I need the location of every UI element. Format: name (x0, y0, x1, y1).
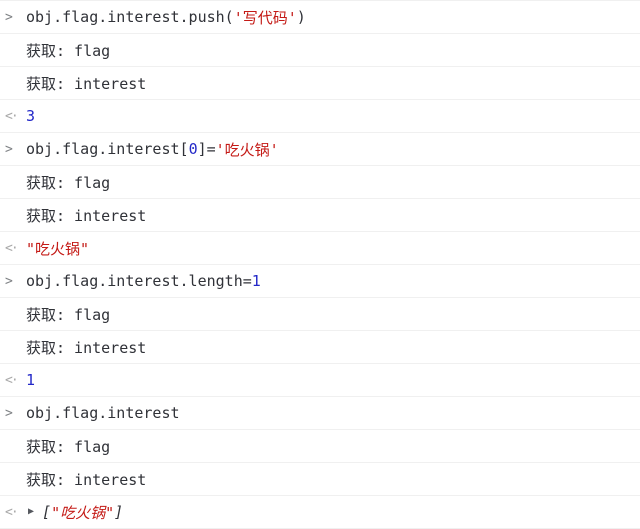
console-log-row: 获取: interest (0, 463, 640, 496)
console-command-row: > obj.flag.interest (0, 397, 640, 430)
token-plain: 获取: flag (26, 41, 111, 60)
console-log-text: 获取: interest (26, 469, 146, 490)
console-log-text: 获取: interest (26, 73, 146, 94)
console-command-text: obj.flag.interest[0]='吃火锅' (26, 139, 279, 160)
console-command-text: obj.flag.interest.length=1 (26, 272, 261, 290)
token-plain: 获取: interest (26, 206, 147, 225)
console-log-row: 获取: flag (0, 298, 640, 331)
console-log-text: 获取: interest (26, 337, 146, 358)
console-log-text: 获取: interest (26, 205, 146, 226)
console-result-text: 3 (26, 107, 35, 125)
console-command-text: obj.flag.interest (26, 404, 180, 422)
console-command-row: > obj.flag.interest.length=1 (0, 265, 640, 298)
token-plain: obj.flag.interest.length= (26, 272, 252, 290)
token-string: '吃火锅' (215, 140, 279, 159)
prompt-chevron-icon: > (5, 273, 13, 289)
token-plain: [ (42, 503, 52, 521)
console-log-text: 获取: flag (26, 40, 110, 61)
token-plain: ) (296, 8, 306, 26)
expand-triangle-icon[interactable]: ▶ (28, 506, 35, 517)
token-plain: 获取: interest (26, 338, 147, 357)
prompt-chevron-icon: > (5, 141, 13, 157)
console-log-text: 获取: flag (26, 172, 110, 193)
result-arrow-icon: <· (5, 372, 19, 388)
result-arrow-icon: <· (5, 108, 19, 124)
token-plain: ]= (197, 140, 216, 158)
token-string: "吃火锅" (26, 239, 90, 258)
console-result-row: <· 3 (0, 100, 640, 133)
console-log-row: 获取: interest (0, 67, 640, 100)
console-result-text: ▶ ["吃火锅"] (26, 502, 123, 523)
token-number: 1 (251, 272, 261, 290)
token-number: 3 (26, 107, 36, 125)
console-log-text: 获取: flag (26, 436, 110, 457)
console-command-text: obj.flag.interest.push('写代码') (26, 7, 306, 28)
console-result-row: <· ▶ ["吃火锅"] (0, 496, 640, 529)
console-log-row: 获取: flag (0, 166, 640, 199)
result-arrow-icon: <· (5, 504, 19, 520)
prompt-chevron-icon: > (5, 405, 13, 421)
console-log-row: 获取: flag (0, 34, 640, 67)
console-command-row: > obj.flag.interest[0]='吃火锅' (0, 133, 640, 166)
console-result-text: 1 (26, 371, 35, 389)
console-result-row: <· 1 (0, 364, 640, 397)
console-log-row: 获取: flag (0, 430, 640, 463)
token-string: "吃火锅" (51, 503, 115, 522)
token-plain: obj.flag.interest[ (26, 140, 189, 158)
result-arrow-icon: <· (5, 240, 19, 256)
token-plain: 获取: interest (26, 470, 147, 489)
token-plain: 获取: flag (26, 305, 111, 324)
console-command-row: > obj.flag.interest.push('写代码') (0, 1, 640, 34)
token-plain: 获取: flag (26, 437, 111, 456)
console-log-text: 获取: flag (26, 304, 110, 325)
prompt-chevron-icon: > (5, 9, 13, 25)
token-plain: 获取: interest (26, 74, 147, 93)
token-string: '写代码' (233, 8, 297, 27)
token-plain: 获取: flag (26, 173, 111, 192)
token-plain: obj.flag.interest.push( (26, 8, 234, 26)
console-log-row: 获取: interest (0, 199, 640, 232)
token-plain: ] (114, 503, 124, 521)
console-result-text: "吃火锅" (26, 238, 89, 259)
token-plain: obj.flag.interest (26, 404, 180, 422)
console-result-row: <· "吃火锅" (0, 232, 640, 265)
token-number: 1 (26, 371, 36, 389)
console-log-row: 获取: interest (0, 331, 640, 364)
token-number: 0 (188, 140, 198, 158)
